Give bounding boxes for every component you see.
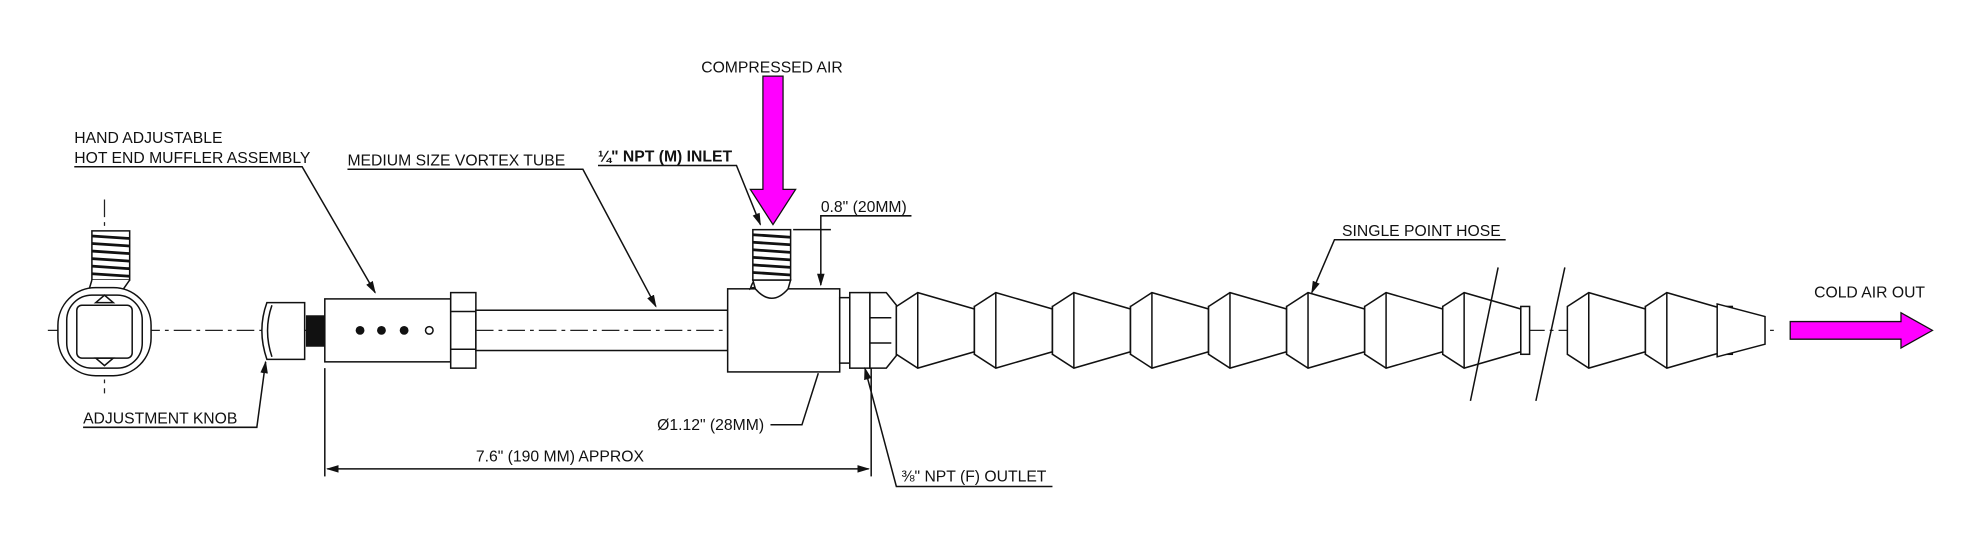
hose-segment — [1363, 291, 1453, 369]
hose-segment — [895, 291, 984, 369]
hose-segment — [1441, 291, 1531, 369]
label-adjustment-knob: ADJUSTMENT KNOB — [83, 411, 237, 428]
hose-segment — [973, 291, 1063, 369]
label-compressed-air: COMPRESSED AIR — [701, 59, 843, 76]
nozzle — [1716, 302, 1766, 358]
leaders — [74, 164, 1506, 488]
hose-segment — [1129, 291, 1219, 369]
break-line — [1469, 267, 1499, 402]
label-hot-end-muffler: HOT END MUFFLER ASSEMBLY — [74, 150, 311, 167]
compressed-air-arrow — [749, 75, 797, 226]
break-line — [1535, 267, 1566, 402]
label-diameter: Ø1.12" (28MM) — [657, 417, 764, 434]
label-hand-adjustable: HAND ADJUSTABLE — [74, 130, 222, 147]
label-outlet: ⅜" NPT (F) OUTLET — [901, 468, 1046, 485]
hose-segment — [1051, 291, 1141, 369]
adjustment-knob — [261, 301, 325, 361]
label-cold-air-out: COLD AIR OUT — [1814, 285, 1925, 302]
label-inlet-height: 0.8" (20MM) — [821, 199, 907, 216]
hose-segment — [1566, 291, 1655, 369]
hose-segment — [1207, 291, 1297, 369]
cold-air-out-arrow — [1789, 311, 1934, 350]
label-inlet: ¼" NPT (M) INLET — [598, 149, 732, 166]
label-length: 7.6" (190 MM) APPROX — [476, 448, 645, 465]
hose-segment — [1285, 291, 1375, 369]
end-view — [57, 199, 152, 394]
label-single-point-hose: SINGLE POINT HOSE — [1342, 223, 1501, 240]
inlet-tee — [726, 228, 841, 373]
single-point-hose — [895, 291, 1734, 369]
label-vortex-tube: MEDIUM SIZE VORTEX TUBE — [347, 152, 565, 169]
hot-end-muffler — [324, 291, 477, 369]
outlet-nut — [838, 291, 898, 369]
